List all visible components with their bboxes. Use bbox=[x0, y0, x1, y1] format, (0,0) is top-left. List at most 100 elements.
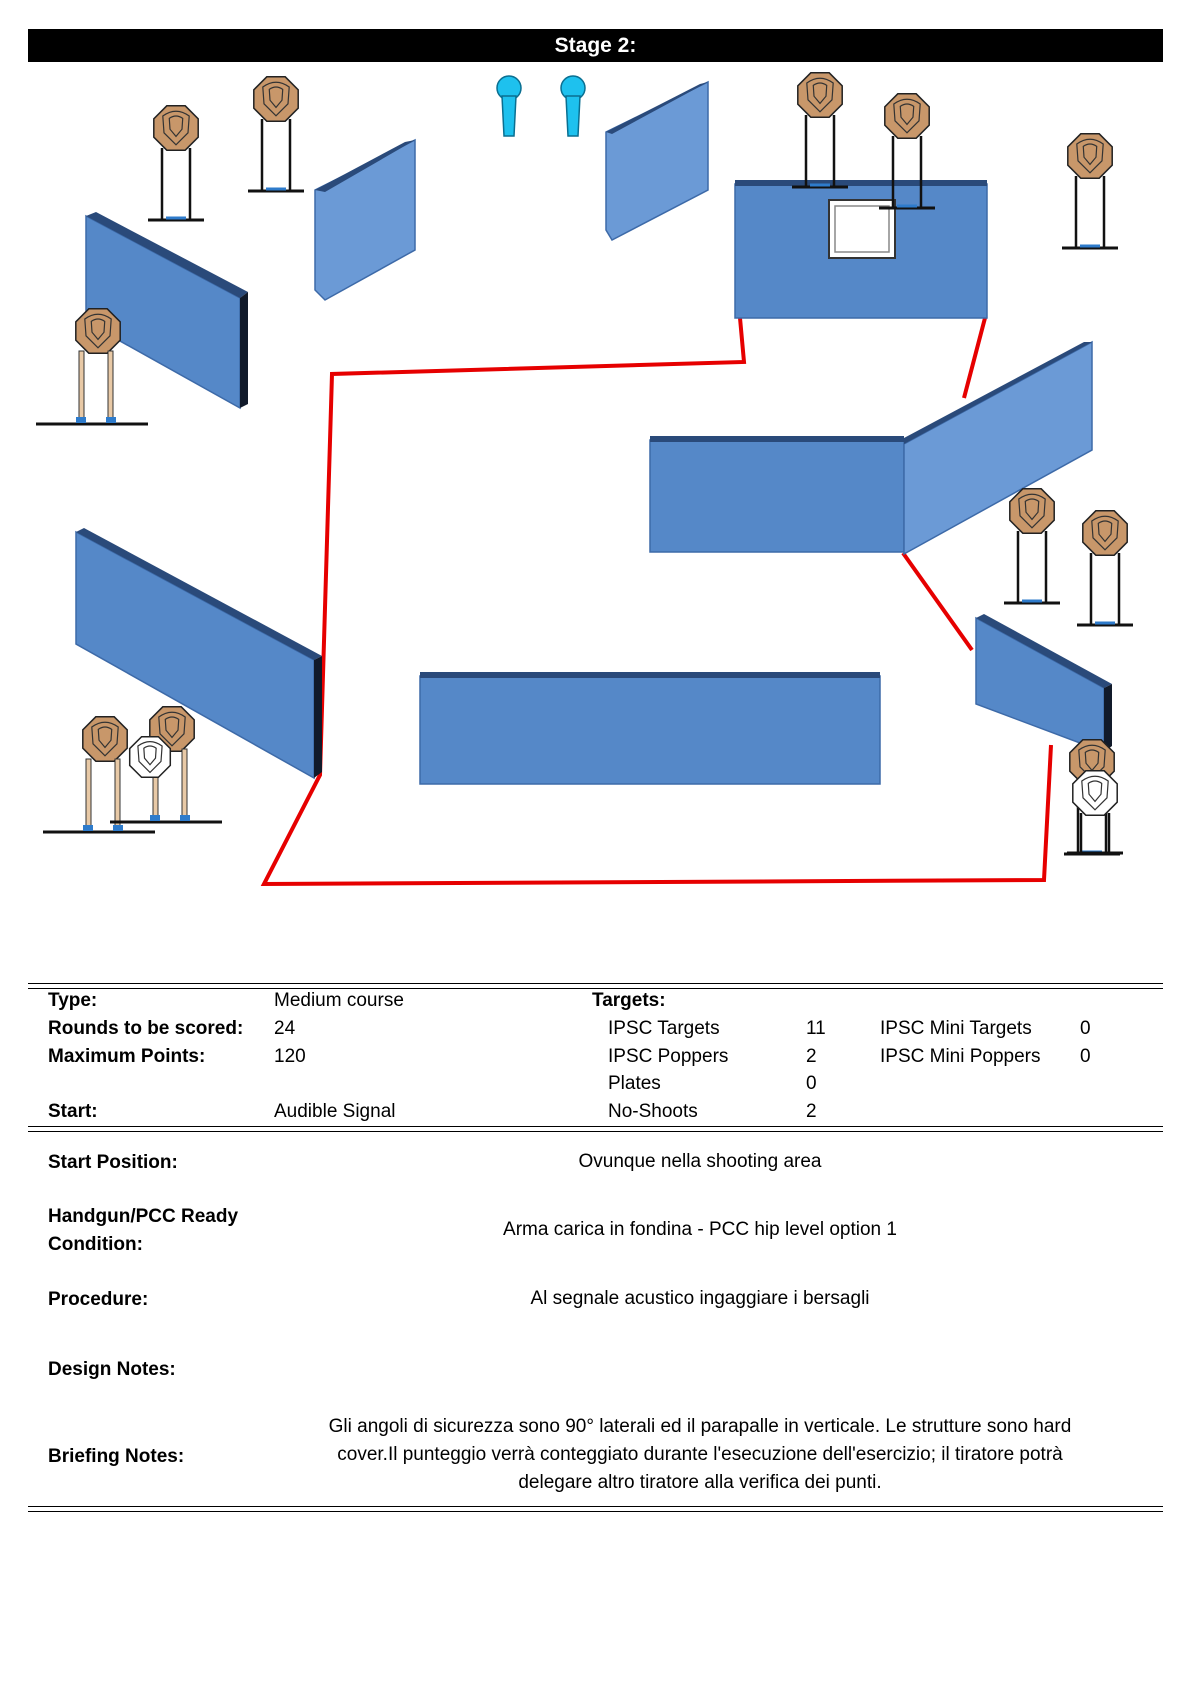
no-shoot-2 bbox=[1067, 770, 1123, 855]
type-value: Medium course bbox=[274, 990, 404, 1011]
stage-title: Stage 2: bbox=[28, 29, 1163, 62]
target-c-zone bbox=[899, 103, 915, 126]
target-c-zone bbox=[143, 745, 157, 766]
briefing-line-2: cover.Il punteggio verrà conteggiato dur… bbox=[337, 1444, 1063, 1465]
target-c-zone bbox=[812, 82, 828, 105]
target-face bbox=[797, 72, 843, 118]
wall-left-long-angled bbox=[75, 528, 322, 780]
popper-1 bbox=[496, 75, 522, 137]
stand-base-accent bbox=[76, 417, 86, 423]
target-c-zone bbox=[90, 318, 106, 341]
briefing-notes-value: Gli angoli di sicurezza sono 90° lateral… bbox=[290, 1413, 1110, 1497]
wall-bottom-center bbox=[419, 672, 881, 785]
target-c-zone bbox=[268, 86, 284, 109]
ready-condition-label-2: Condition: bbox=[48, 1234, 143, 1255]
ipsc-target-4 bbox=[879, 93, 935, 210]
ipsc-poppers-count: 2 bbox=[806, 1046, 817, 1067]
wall-top-left-angled bbox=[85, 212, 248, 410]
target-face bbox=[1009, 488, 1055, 534]
stand-leg bbox=[78, 350, 85, 422]
stage-info-table: Type: Medium course Rounds to be scored:… bbox=[28, 980, 1163, 1125]
ipsc-target-7 bbox=[1077, 510, 1133, 627]
stand-leg bbox=[114, 758, 121, 830]
mini-poppers-label: IPSC Mini Poppers bbox=[880, 1046, 1041, 1067]
target-c-zone bbox=[1024, 498, 1040, 521]
rounds-value: 24 bbox=[274, 1018, 296, 1039]
fault-line-right-lower bbox=[901, 551, 974, 652]
ipsc-target-10 bbox=[43, 716, 155, 834]
target-c-zone bbox=[1087, 780, 1103, 803]
stand-leg bbox=[181, 748, 188, 820]
no-shoots-count: 2 bbox=[806, 1101, 817, 1122]
wall-mid-right-angled bbox=[903, 340, 1093, 556]
briefing-line-3: delegare altro tiratore alla verifica de… bbox=[518, 1472, 882, 1493]
no-shoot-1 bbox=[128, 735, 172, 779]
ipsc-target-5 bbox=[1062, 133, 1118, 250]
start-value: Audible Signal bbox=[274, 1101, 396, 1122]
ipsc-target-1 bbox=[148, 105, 204, 222]
target-a-zone bbox=[893, 98, 921, 134]
stand-leg bbox=[85, 758, 92, 830]
target-a-zone bbox=[262, 81, 290, 117]
target-face bbox=[128, 735, 172, 779]
start-label: Start: bbox=[48, 1101, 98, 1122]
target-a-zone bbox=[158, 711, 186, 747]
ipsc-poppers-label: IPSC Poppers bbox=[608, 1046, 729, 1067]
ipsc-target-2 bbox=[248, 76, 304, 193]
procedure-value: Al segnale acustico ingaggiare i bersagl… bbox=[530, 1288, 870, 1309]
briefing-notes-label: Briefing Notes: bbox=[48, 1446, 185, 1467]
wall-mid-right-flat bbox=[649, 436, 905, 553]
targets-label: Targets: bbox=[592, 990, 666, 1011]
target-c-zone bbox=[97, 726, 113, 749]
target-c-zone bbox=[1082, 143, 1098, 166]
rounds-label: Rounds to be scored: bbox=[48, 1018, 244, 1039]
mini-targets-count: 0 bbox=[1080, 1018, 1091, 1039]
type-label: Type: bbox=[48, 990, 98, 1011]
target-a-zone bbox=[1076, 138, 1104, 174]
ready-condition-value: Arma carica in fondina - PCC hip level o… bbox=[503, 1219, 897, 1240]
stand-base-accent bbox=[180, 815, 190, 821]
stand-leg bbox=[107, 350, 114, 422]
target-face bbox=[1082, 510, 1128, 556]
wall-top-center-right bbox=[605, 80, 709, 241]
target-face bbox=[153, 105, 199, 151]
design-notes-label: Design Notes: bbox=[48, 1359, 176, 1380]
start-position-value: Ovunque nella shooting area bbox=[578, 1151, 822, 1172]
target-a-zone bbox=[91, 721, 119, 757]
ipsc-target-6 bbox=[1004, 488, 1060, 605]
procedure-label: Procedure: bbox=[48, 1289, 149, 1310]
target-a-zone bbox=[1091, 515, 1119, 551]
target-face bbox=[75, 308, 121, 354]
target-face bbox=[253, 76, 299, 122]
target-face bbox=[1072, 770, 1118, 816]
target-a-zone bbox=[806, 77, 834, 113]
target-face bbox=[884, 93, 930, 139]
stand-base-accent bbox=[106, 417, 116, 423]
target-a-zone bbox=[1018, 493, 1046, 529]
target-a-zone bbox=[162, 110, 190, 146]
target-c-zone bbox=[168, 115, 184, 138]
stand-base-accent bbox=[113, 825, 123, 831]
stand-base-accent bbox=[150, 815, 160, 821]
target-a-zone bbox=[137, 741, 163, 774]
fault-line bbox=[260, 317, 1053, 887]
target-c-zone bbox=[1084, 749, 1100, 772]
ipsc-targets-count: 11 bbox=[806, 1018, 826, 1039]
no-shoots-label: No-Shoots bbox=[608, 1101, 698, 1122]
plates-label: Plates bbox=[608, 1073, 661, 1094]
briefing-line-1: Gli angoli di sicurezza sono 90° lateral… bbox=[328, 1416, 1072, 1437]
target-a-zone bbox=[1081, 775, 1109, 811]
target-c-zone bbox=[164, 716, 180, 739]
ipsc-target-3 bbox=[792, 72, 848, 189]
mini-targets-label: IPSC Mini Targets bbox=[880, 1018, 1032, 1039]
target-a-zone bbox=[84, 313, 112, 349]
target-face bbox=[1067, 133, 1113, 179]
wall-bottom-right-angled bbox=[975, 614, 1112, 754]
window-port bbox=[828, 199, 896, 259]
fault-line-right bbox=[962, 317, 987, 399]
wall-top-center-left bbox=[314, 138, 416, 301]
mini-poppers-count: 0 bbox=[1080, 1046, 1091, 1067]
start-position-label: Start Position: bbox=[48, 1152, 178, 1173]
points-value: 120 bbox=[274, 1046, 306, 1067]
stand-base-accent bbox=[83, 825, 93, 831]
